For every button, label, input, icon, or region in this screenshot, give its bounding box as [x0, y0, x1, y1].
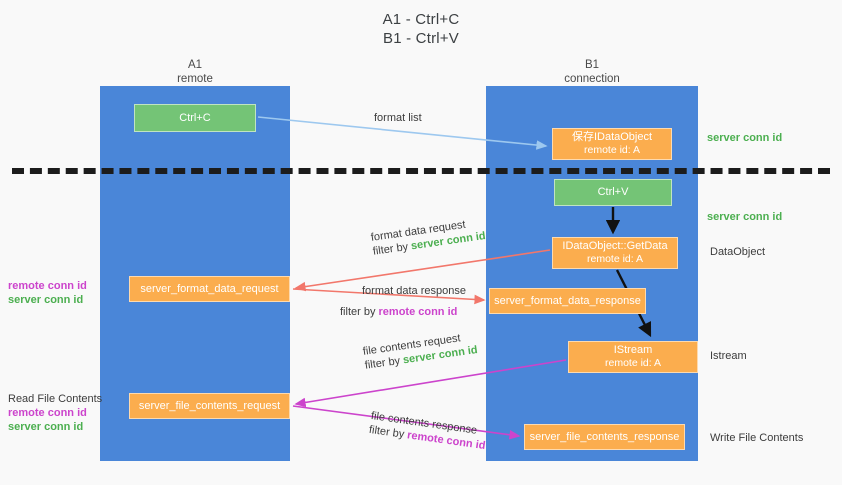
column-header-b1: B1 connection: [486, 58, 698, 86]
annotation-server-conn-id-mid: server conn id: [707, 210, 782, 224]
box-ctrl-c[interactable]: Ctrl+C: [134, 104, 256, 132]
box-server-file-contents-request[interactable]: server_file_contents_request: [129, 393, 290, 419]
title-line-1: A1 - Ctrl+C: [382, 11, 460, 28]
box-save-idataobject[interactable]: 保存IDataObject remote id: A: [552, 128, 672, 160]
box-ctrl-v-label: Ctrl+V: [597, 186, 629, 198]
box-server-file-contents-request-label: server_file_contents_request: [138, 399, 281, 412]
filter-prefix: filter by: [368, 423, 409, 442]
column-header-b1-name: B1: [584, 59, 600, 71]
box-server-format-data-response[interactable]: server_format_data_response: [489, 288, 646, 314]
box-istream-line2: remote id: A: [604, 357, 662, 369]
box-server-format-data-response-label: server_format_data_response: [494, 294, 641, 307]
page-title: A1 - Ctrl+C B1 - Ctrl+V: [0, 10, 842, 48]
annotation-server-conn-id-top-text: server conn id: [707, 132, 783, 144]
annotation-dataobject: DataObject: [710, 246, 766, 258]
filter-prefix: filter by: [372, 240, 412, 258]
phase-divider: [12, 168, 830, 174]
edge-label-file-contents-response-group: file contents response filter by remote …: [368, 409, 488, 453]
box-ctrl-c-label: Ctrl+C: [179, 111, 211, 124]
column-header-a1: A1 remote: [100, 58, 290, 86]
box-save-idataobject-line2: remote id: A: [583, 144, 641, 156]
annotation-read-file-contents: Read File Contents: [8, 393, 103, 405]
column-header-a1-role: remote: [177, 73, 213, 85]
box-ctrl-v[interactable]: Ctrl+V: [554, 179, 672, 206]
filter-key-remote-conn-id: remote conn id: [378, 306, 458, 318]
annotation-remote-conn-id-2: remote conn id: [8, 407, 87, 419]
box-idataobject-getdata[interactable]: IDataObject::GetData remote id: A: [552, 237, 678, 269]
title-line-2: B1 - Ctrl+V: [383, 30, 459, 47]
edge-label-format-data-response-filter: filter by remote conn id: [340, 305, 457, 319]
annotation-server-conn-id-1: server conn id: [8, 294, 84, 306]
box-server-format-data-request[interactable]: server_format_data_request: [129, 276, 290, 302]
annotation-remote-conn-id-1: remote conn id: [8, 280, 87, 292]
box-save-idataobject-line1: 保存IDataObject: [571, 131, 653, 143]
box-server-file-contents-response-label: server_file_contents_response: [529, 430, 680, 443]
annotation-conn-ids-format: remote conn id server conn id: [8, 279, 87, 307]
edge-label-format-data-response: format data response: [362, 285, 466, 297]
edge-label-format-data-request-group: format data request filter by server con…: [370, 215, 487, 259]
box-istream[interactable]: IStream remote id: A: [568, 341, 698, 373]
annotation-server-conn-id-2: server conn id: [8, 421, 84, 433]
column-header-a1-name: A1: [187, 59, 203, 71]
filter-prefix: filter by: [340, 306, 379, 318]
box-idataobject-getdata-line2: remote id: A: [586, 253, 644, 265]
edge-label-file-contents-request-group: file contents request filter by server c…: [362, 329, 479, 373]
column-header-b1-role: connection: [564, 73, 620, 85]
box-istream-line1: IStream: [613, 344, 653, 356]
annotation-server-conn-id-mid-text: server conn id: [707, 211, 783, 223]
edge-label-format-list: format list: [374, 112, 422, 124]
box-server-format-data-request-label: server_format_data_request: [140, 282, 279, 295]
annotation-istream: Istream: [710, 350, 747, 362]
filter-prefix: filter by: [364, 354, 404, 372]
annotation-server-conn-id-top: server conn id: [707, 131, 782, 145]
annotation-read-file-contents-group: Read File Contents remote conn id server…: [8, 392, 102, 434]
box-idataobject-getdata-line1: IDataObject::GetData: [562, 240, 668, 252]
annotation-write-file-contents: Write File Contents: [710, 432, 804, 444]
box-server-file-contents-response[interactable]: server_file_contents_response: [524, 424, 685, 450]
